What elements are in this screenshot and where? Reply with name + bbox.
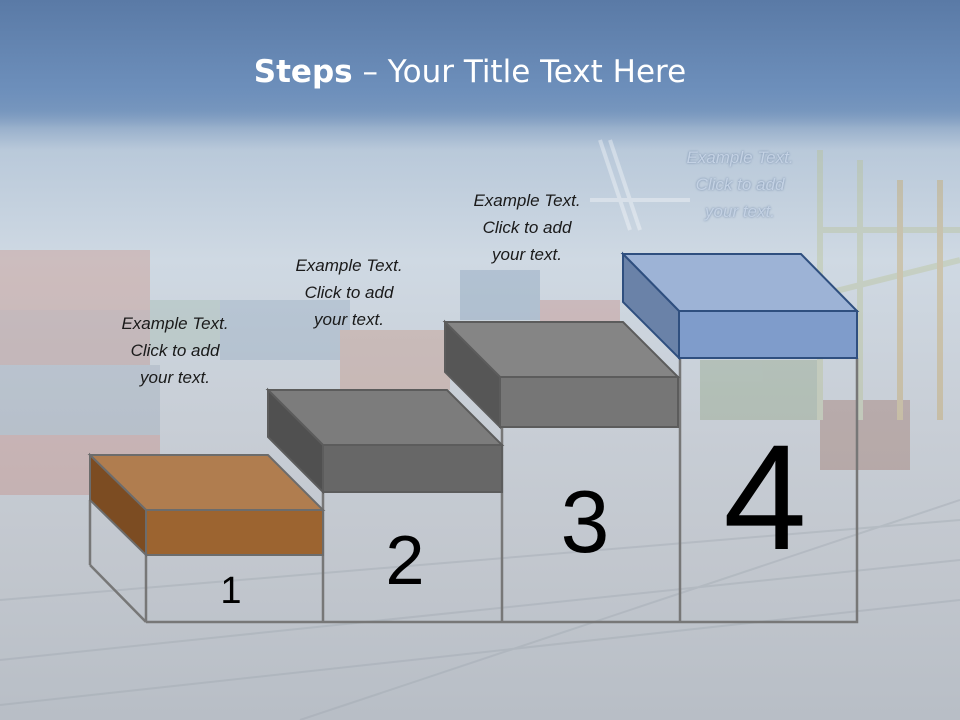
title-rest: – Your Title Text Here (352, 54, 687, 90)
step-number-2: 2 (385, 521, 425, 599)
step-block-4[interactable] (620, 251, 860, 361)
step-number-1: 1 (220, 570, 242, 612)
step-caption-1[interactable]: Example Text. Click to add your text. (121, 314, 229, 387)
step-caption-2[interactable]: Example Text. Click to add your text. (295, 256, 403, 329)
step-number-3: 3 (560, 472, 610, 571)
title-bar (0, 0, 960, 128)
step-caption-3[interactable]: Example Text. Click to add your text. (473, 191, 581, 264)
title-bold: Steps (253, 54, 353, 90)
slide-title[interactable]: Steps – Your Title Text Here (0, 54, 940, 90)
step-block-3[interactable] (442, 319, 681, 430)
step-block-2[interactable] (265, 387, 505, 495)
step-number-4: 4 (723, 413, 807, 581)
step-caption-4[interactable]: Example Text. Click to add your text. (686, 148, 794, 221)
step-block-1[interactable] (87, 452, 326, 558)
